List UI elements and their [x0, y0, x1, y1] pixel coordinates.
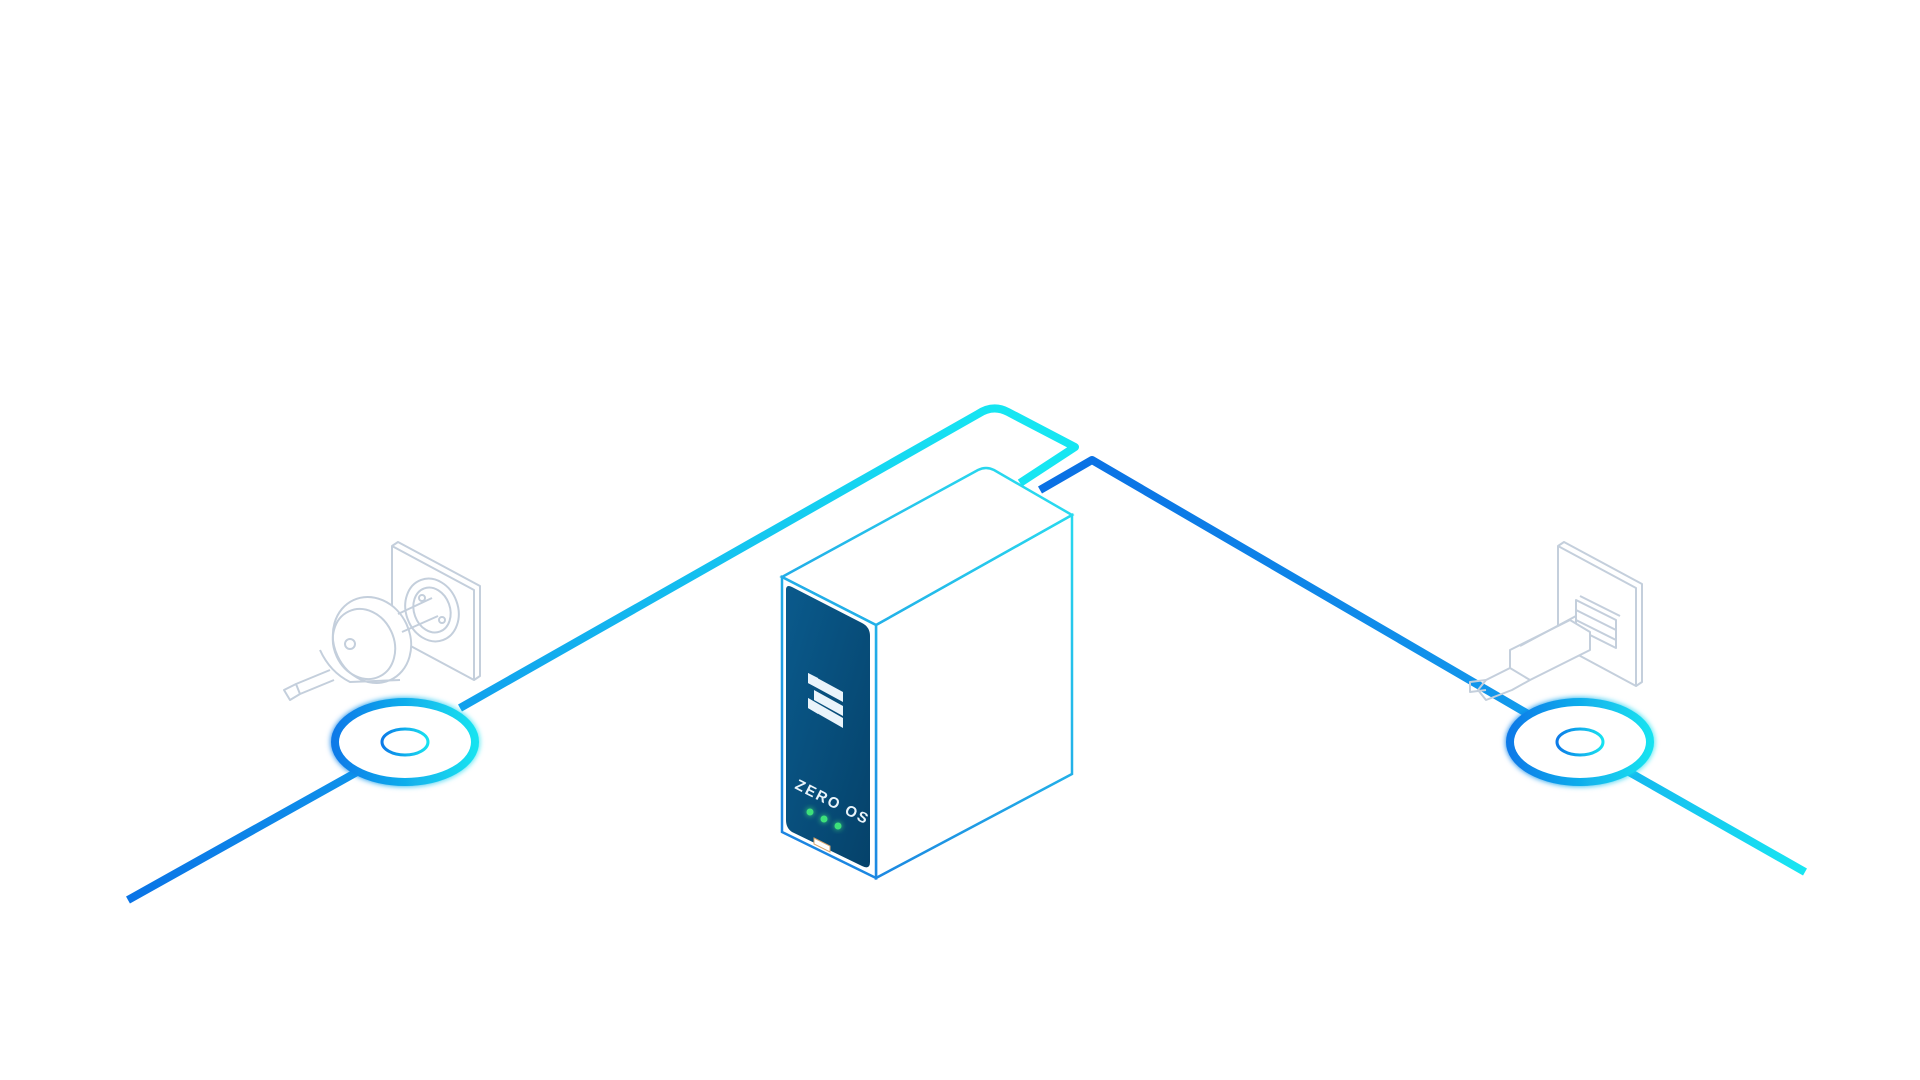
zero-os-logo-icon: [808, 673, 843, 728]
ethernet-cable-icon: [1469, 541, 1643, 701]
left-cable: [126, 404, 1079, 904]
status-led: [820, 815, 828, 823]
right-cable-lower: [1620, 764, 1807, 876]
power-button-icon: [813, 837, 831, 853]
zero-os-device: ZERO OS: [779, 466, 1075, 881]
status-led: [834, 822, 842, 830]
right-node-ring: [1506, 698, 1654, 786]
device-front-panel: [786, 586, 870, 868]
status-leds: [806, 808, 842, 830]
power-plug-icon: [283, 541, 481, 701]
right-cable: [1038, 456, 1807, 876]
left-node-ring: [331, 698, 479, 786]
left-cable-upper: [458, 404, 1079, 712]
device-top-face: [779, 466, 1075, 627]
left-cable-lower: [126, 768, 359, 904]
right-cable-upper: [1038, 456, 1531, 718]
status-led: [806, 808, 814, 816]
